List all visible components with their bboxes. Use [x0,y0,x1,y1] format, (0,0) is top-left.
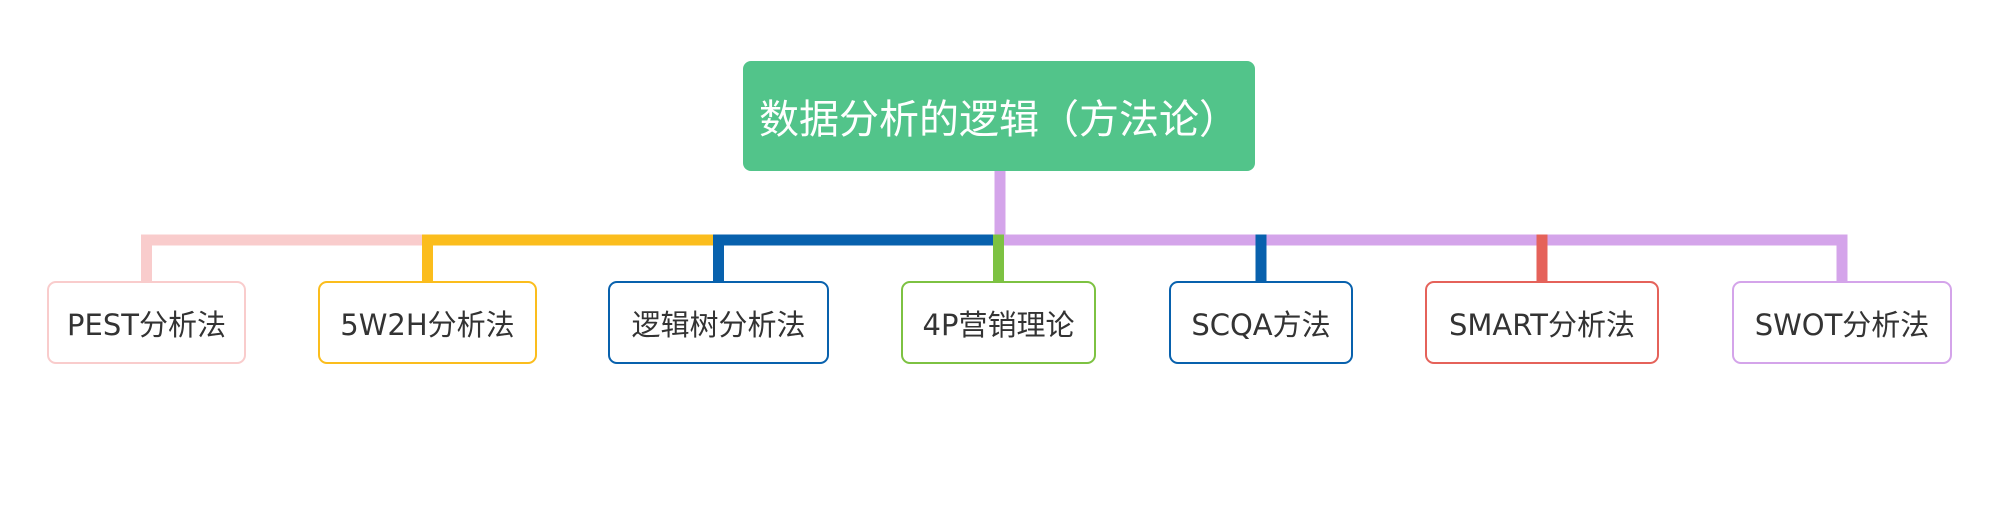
node-5w2h-label: 5W2H分析法 [340,307,515,342]
node-smart[interactable]: SMART分析法 [1425,281,1659,364]
node-pest-label: PEST分析法 [67,307,226,342]
node-scqa-label: SCQA方法 [1191,307,1331,342]
node-4p-marketing-label: 4P营销理论 [922,307,1075,342]
node-scqa[interactable]: SCQA方法 [1169,281,1353,364]
node-smart-label: SMART分析法 [1448,307,1636,342]
node-logic-tree[interactable]: 逻辑树分析法 [608,281,829,364]
node-5w2h[interactable]: 5W2H分析法 [318,281,537,364]
node-4p-marketing[interactable]: 4P营销理论 [901,281,1096,364]
node-swot[interactable]: SWOT分析法 [1732,281,1952,364]
node-pest[interactable]: PEST分析法 [47,281,246,364]
node-logic-tree-label: 逻辑树分析法 [631,307,806,342]
node-swot-label: SWOT分析法 [1754,307,1930,342]
root-node-label: 数据分析的逻辑（方法论） [759,97,1239,143]
root-node[interactable]: 数据分析的逻辑（方法论） [743,61,1255,171]
